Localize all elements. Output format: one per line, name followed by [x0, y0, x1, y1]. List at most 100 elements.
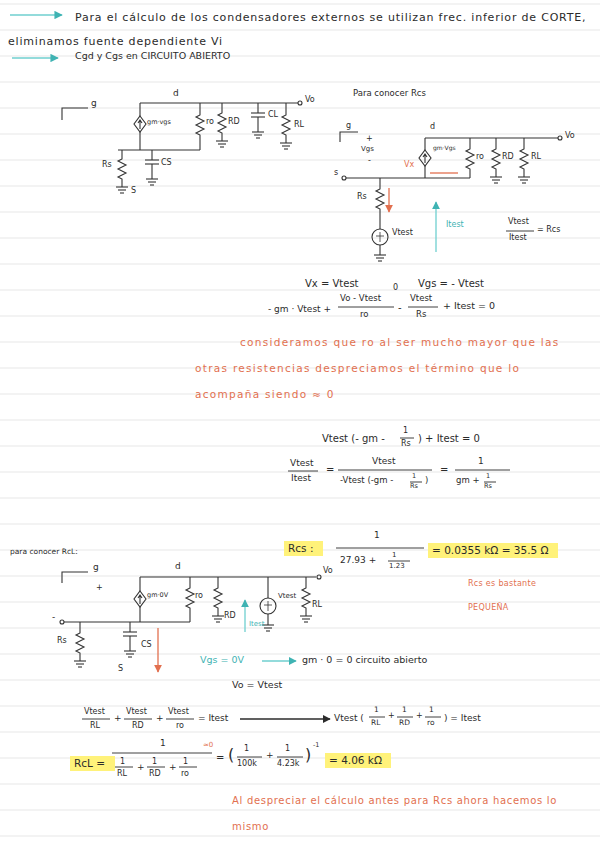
- handwritten-text: Rs: [410, 483, 418, 490]
- highlighted-result: = 4.06 kΩ: [325, 753, 391, 768]
- handwritten-text: Rs: [484, 483, 492, 490]
- handwritten-text: Rs: [357, 192, 367, 201]
- circuit-symbol: [116, 182, 128, 193]
- circuit-wire: [523, 138, 524, 146]
- handwritten-text: Vgs = - Vtest: [418, 278, 484, 290]
- circuit-symbol: [374, 250, 386, 261]
- handwritten-text: 1.23: [389, 562, 405, 570]
- circuit-symbol: [218, 110, 226, 136]
- handwritten-text: RD: [224, 611, 236, 620]
- current-arrow: [430, 172, 458, 173]
- handwritten-text: gm · 0 = 0 circuito abierto: [302, 655, 427, 666]
- fraction-bar: [124, 719, 152, 720]
- handwritten-text: =: [216, 752, 224, 764]
- circuit-symbol: [134, 591, 146, 607]
- handwritten-text: gm·vgs: [147, 119, 171, 126]
- circuit-symbol: [376, 186, 384, 212]
- circuit-symbol: [145, 150, 159, 174]
- handwritten-text: 1: [412, 473, 416, 480]
- handwritten-text: gm·0V: [147, 592, 168, 599]
- circuit-wire: [340, 132, 358, 142]
- circuit-symbol: [196, 112, 204, 138]
- handwritten-text: 1: [152, 757, 157, 766]
- handwritten-text: d: [175, 561, 181, 571]
- circuit-wire: [62, 572, 88, 583]
- circuit-wire: [60, 572, 321, 630]
- handwritten-text: Vo: [323, 566, 333, 575]
- bullet-arrow: [10, 14, 62, 15]
- handwritten-text: 1: [392, 551, 396, 559]
- handwritten-text: RD: [228, 117, 240, 126]
- circuit-wire: [342, 176, 346, 180]
- fraction-bar: [408, 307, 438, 308]
- circuit-symbol: [74, 656, 86, 667]
- handwritten-text: - gm · Vtest +: [268, 304, 331, 314]
- circuit-symbol: [146, 174, 158, 185]
- handwritten-text: +: [114, 713, 122, 723]
- handwritten-text: Vtest (: [334, 713, 364, 723]
- handwritten-text: Vtest: [290, 458, 313, 468]
- circuit-symbol: [466, 146, 474, 172]
- circuit-symbol: [300, 611, 312, 622]
- red-note: Al despreciar el cálculo antes para Rcs …: [232, 788, 564, 840]
- handwritten-text: 4.23k: [277, 759, 299, 768]
- circuit-wire: [217, 577, 218, 585]
- handwritten-text: Rs: [401, 439, 411, 448]
- circuit-symbol: [134, 116, 146, 132]
- handwritten-text: S: [118, 664, 123, 673]
- handwritten-text: RD: [502, 152, 514, 161]
- result-text: RcL =: [74, 757, 105, 769]
- circuit-wire: [372, 229, 388, 245]
- handwritten-text: Cgd y Cgs en CIRCUITO ABIERTO: [75, 51, 230, 62]
- circuit-symbol: [116, 103, 292, 193]
- handwritten-text: 1: [120, 757, 125, 766]
- circuit-symbol: [490, 172, 502, 183]
- handwritten-text: ro: [176, 721, 184, 730]
- handwritten-text: + Itest = 0: [443, 301, 495, 312]
- circuit-wire: [62, 101, 302, 156]
- handwritten-text: ): [305, 746, 311, 764]
- result-text: = 4.06 kΩ: [329, 754, 382, 766]
- handwritten-text: = Rcs: [537, 225, 560, 234]
- handwritten-text: +: [416, 711, 423, 720]
- circuit-symbol: [518, 172, 530, 183]
- fraction-bar: [115, 767, 133, 768]
- handwritten-text: Vtest: [126, 707, 147, 716]
- handwritten-text: Vtest: [84, 707, 105, 716]
- handwritten-text: (: [228, 746, 234, 764]
- handwritten-text: g: [346, 121, 351, 130]
- circuit-symbol: [74, 585, 312, 667]
- handwritten-text: 1: [486, 473, 490, 480]
- handwritten-text: +: [266, 750, 274, 760]
- handwritten-text: ro: [181, 769, 189, 778]
- handwritten-text: para conocer RcL:: [10, 548, 78, 557]
- handwritten-text: RL: [371, 719, 380, 728]
- handwritten-text: Vgs: [361, 145, 374, 153]
- fraction-bar: [369, 717, 385, 718]
- fraction-bar: [179, 767, 197, 768]
- handwritten-text: 1: [374, 530, 380, 540]
- handwritten-text: ): [425, 476, 428, 486]
- bullet-arrow: [12, 57, 58, 58]
- handwritten-text: 1: [160, 738, 166, 748]
- handwritten-text: Rs: [57, 636, 67, 645]
- circuit-wire: [118, 149, 200, 150]
- circuit-wire: [285, 103, 286, 112]
- handwritten-text: ro: [195, 591, 203, 600]
- fraction-bar: [277, 757, 303, 758]
- handwritten-text: 27.93 +: [340, 555, 376, 565]
- current-arrow: [435, 202, 436, 252]
- handwritten-text: Vtest: [410, 294, 432, 304]
- fraction-bar: [237, 757, 262, 758]
- handwritten-text: 1: [402, 706, 407, 715]
- handwritten-text: Vo - Vtest: [340, 294, 381, 304]
- handwritten-text: 1: [478, 456, 484, 466]
- red-note: ≈0: [203, 741, 213, 749]
- handwritten-text: CS: [141, 640, 152, 649]
- circuit-symbol: [280, 138, 292, 149]
- circuit-symbol: [520, 146, 528, 172]
- cyan-note: Itest: [446, 220, 464, 229]
- fraction-bar: [425, 717, 441, 718]
- cyan-note: Itest: [249, 620, 265, 628]
